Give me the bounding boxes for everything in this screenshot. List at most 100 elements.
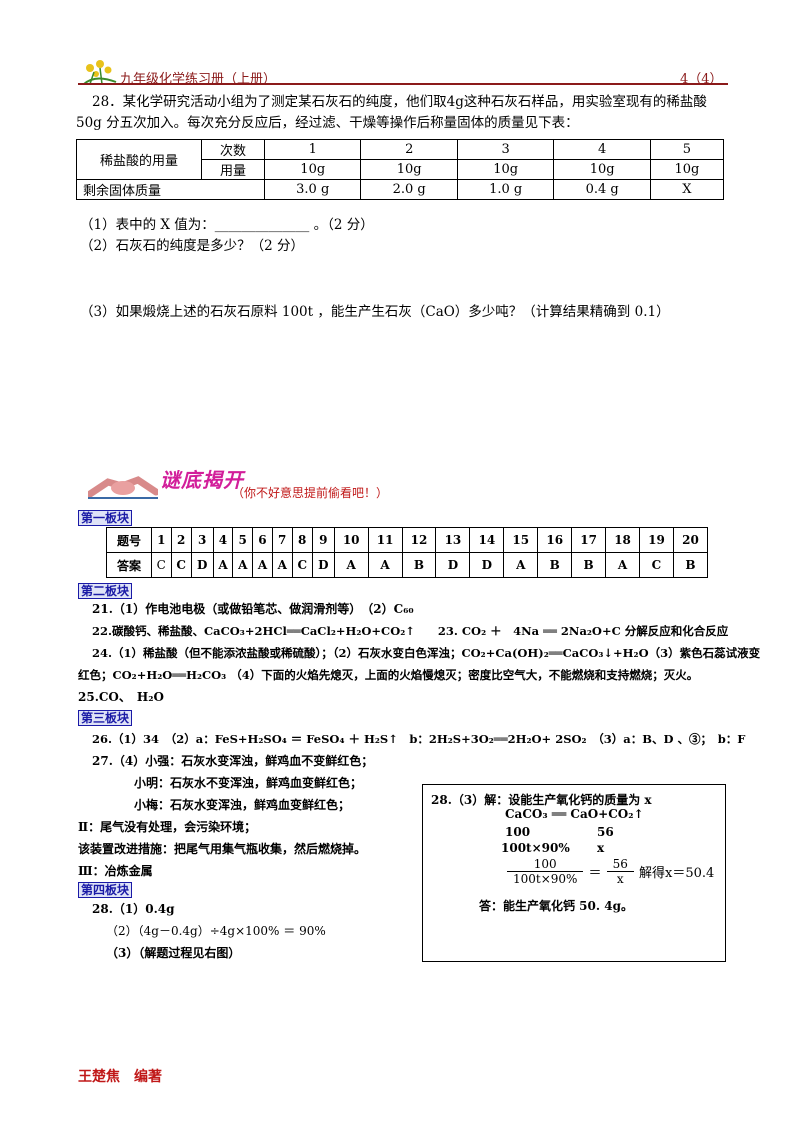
row-label-ans: 答案 — [106, 552, 152, 578]
author-credit: 王楚焦 编著 — [78, 1069, 162, 1085]
flower-logo-icon — [80, 56, 120, 86]
answer-key-table: 题号 1 2 3 4 5 6 7 8 9 10 11 12 13 14 15 1… — [106, 527, 709, 578]
answer-27-line1: 27.（4）小强：石灰水变浑浊，鲜鸡血不变鲜红色； — [92, 754, 374, 768]
ans-cell: A — [503, 552, 539, 578]
amount-cell: 10g — [456, 159, 555, 180]
fraction-left-numerator: 100 — [507, 857, 584, 872]
q28-data-table: 稀盐酸的用量 次数 1 2 3 4 5 用量 10g 10g 10g 10g 1… — [76, 139, 725, 200]
answer-28-2: （2）（4g－0.4g）÷4g×100% ＝ 90% — [106, 924, 326, 938]
ans-cell: A — [333, 552, 369, 578]
amount-cell: 10g — [553, 159, 651, 180]
q28-sub2: （2）石灰石的纯度是多少？（2 分） — [80, 238, 304, 254]
solution-result: 解得x＝50.4 — [639, 866, 715, 881]
ans-cell: D — [311, 552, 335, 578]
ans-cell: D — [190, 552, 214, 578]
num-cell: 5 — [232, 527, 254, 553]
ans-cell: A — [367, 552, 403, 578]
ans-cell: A — [605, 552, 640, 578]
ans-cell: C — [639, 552, 674, 578]
solution-answer: 答：能生产氧化钙 50. 4g。 — [479, 899, 633, 913]
amount-cell: 10g — [649, 159, 725, 180]
answer-28-3: （3）（解题过程见右图） — [106, 946, 241, 960]
col-label-count: 次数 — [201, 139, 265, 160]
num-cell: 19 — [639, 527, 674, 553]
row-label-solid: 剩余固体质量 — [76, 179, 265, 200]
num-cell: 16 — [537, 527, 573, 553]
num-cell: 10 — [333, 527, 369, 553]
answer-27-line3: 小梅：石灰水变浑浊，鲜鸡血变鲜红色； — [134, 798, 351, 812]
answer-25: 25.CO、 H₂O — [78, 690, 164, 704]
solution-line1: 28.（3）解：设能生产氧化钙的质量为 x — [431, 793, 652, 807]
section1-label: 第一板块 — [78, 510, 133, 526]
num-cell: 4 — [212, 527, 234, 553]
num-cell: 11 — [367, 527, 403, 553]
solution-mass-given: 100t×90% — [501, 841, 570, 855]
ans-cell: B — [672, 552, 709, 578]
ans-cell: C — [291, 552, 313, 578]
count-cell: 3 — [456, 139, 555, 160]
answer-27-line4: Ⅱ：尾气没有处理，会污染环境； — [78, 820, 257, 834]
answer-22-23: 22.碳酸钙、稀盐酸、CaCO₃+2HCl══CaCl₂+H₂O+CO₂↑ 23… — [92, 624, 729, 638]
answer-27-line5: 该装置改进措施：把尾气用集气瓶收集，然后燃烧掉。 — [78, 842, 367, 856]
q28-intro-line1: 28．某化学研究活动小组为了测定某石灰石的纯度，他们取4g这种石灰石样品，用实验… — [92, 94, 707, 110]
ans-cell: D — [469, 552, 505, 578]
section4-label: 第四板块 — [78, 882, 133, 898]
fraction-right: 56 x — [606, 857, 634, 886]
row-label-num: 题号 — [106, 527, 152, 553]
num-cell: 6 — [252, 527, 273, 553]
solution-mass-x: x — [597, 841, 605, 855]
num-cell: 2 — [170, 527, 192, 553]
solid-cell: 1.0 g — [456, 179, 555, 200]
q28-sub1: （1）表中的 X 值为：______________ 。（2 分） — [80, 217, 374, 233]
solution-proportion: 100 100t×90% ＝ 56 x 解得x＝50.4 — [507, 857, 714, 886]
num-cell: 3 — [190, 527, 214, 553]
solid-cell: 3.0 g — [263, 179, 362, 200]
num-cell: 12 — [401, 527, 437, 553]
count-cell: 2 — [360, 139, 458, 160]
equals-sign: ＝ — [588, 866, 602, 881]
fraction-left: 100 100t×90% — [507, 857, 584, 886]
num-cell: 1 — [151, 527, 172, 553]
section2-label: 第二板块 — [78, 583, 133, 599]
num-cell: 13 — [435, 527, 471, 553]
num-cell: 7 — [271, 527, 293, 553]
num-cell: 8 — [291, 527, 313, 553]
ans-cell: B — [571, 552, 607, 578]
ans-cell: B — [537, 552, 573, 578]
ans-cell: C — [170, 552, 192, 578]
fraction-right-denominator: x — [616, 872, 624, 886]
ans-cell: A — [212, 552, 234, 578]
count-cell: 1 — [263, 139, 362, 160]
num-cell: 17 — [571, 527, 607, 553]
answer-27-line6: Ⅲ：冶炼金属 — [78, 864, 153, 878]
answers-banner-title: 谜底揭开 — [160, 468, 244, 492]
solid-cell: X — [649, 179, 725, 200]
q28-intro-line2: 50g 分五次加入。每次充分反应后，经过滤、干燥等操作后称量固体的质量见下表： — [76, 115, 579, 131]
ans-cell: A — [232, 552, 254, 578]
solid-cell: 2.0 g — [360, 179, 458, 200]
num-cell: 14 — [469, 527, 505, 553]
num-cell: 9 — [311, 527, 335, 553]
fraction-right-numerator: 56 — [606, 857, 634, 872]
ans-cell: B — [401, 552, 437, 578]
answer-27-line2: 小明：石灰水不变浑浊，鲜鸡血变鲜红色； — [134, 776, 363, 790]
answer-28-1: 28.（1）0.4g — [92, 902, 175, 916]
answer-21: 21.（1）作电池电极（或做铅笔芯、做润滑剂等） （2）C₆₀ — [92, 602, 414, 616]
handshake-icon — [86, 472, 160, 502]
count-cell: 5 — [649, 139, 725, 160]
col-label-amount: 用量 — [201, 159, 265, 180]
ans-cell: A — [252, 552, 273, 578]
solution-molar-100: 100 — [505, 825, 531, 839]
answer-24-line2: 红色；CO₂+H₂O══H₂CO₃ （4）下面的火焰先熄灭，上面的火焰慢熄灭；密… — [78, 668, 699, 682]
num-cell: 18 — [605, 527, 640, 553]
answer-26: 26.（1）34 （2）a：FeS+H₂SO₄ ＝ FeSO₄ ＋ H₂S↑ b… — [92, 732, 746, 746]
q28-sub3: （3）如果煅烧上述的石灰石原料 100t ，能生产生石灰（CaO）多少吨？（计算… — [80, 304, 670, 320]
amount-cell: 10g — [263, 159, 362, 180]
num-cell: 20 — [672, 527, 709, 553]
section3-label: 第三板块 — [78, 710, 133, 726]
answers-banner-subtitle: （你不好意思提前偷看吧！） — [232, 486, 389, 500]
fraction-left-denominator: 100t×90% — [513, 872, 578, 886]
solution-equation: CaCO₃ ══ CaO+CO₂↑ — [505, 807, 644, 821]
ans-cell: A — [271, 552, 293, 578]
solution-molar-56: 56 — [597, 825, 614, 839]
